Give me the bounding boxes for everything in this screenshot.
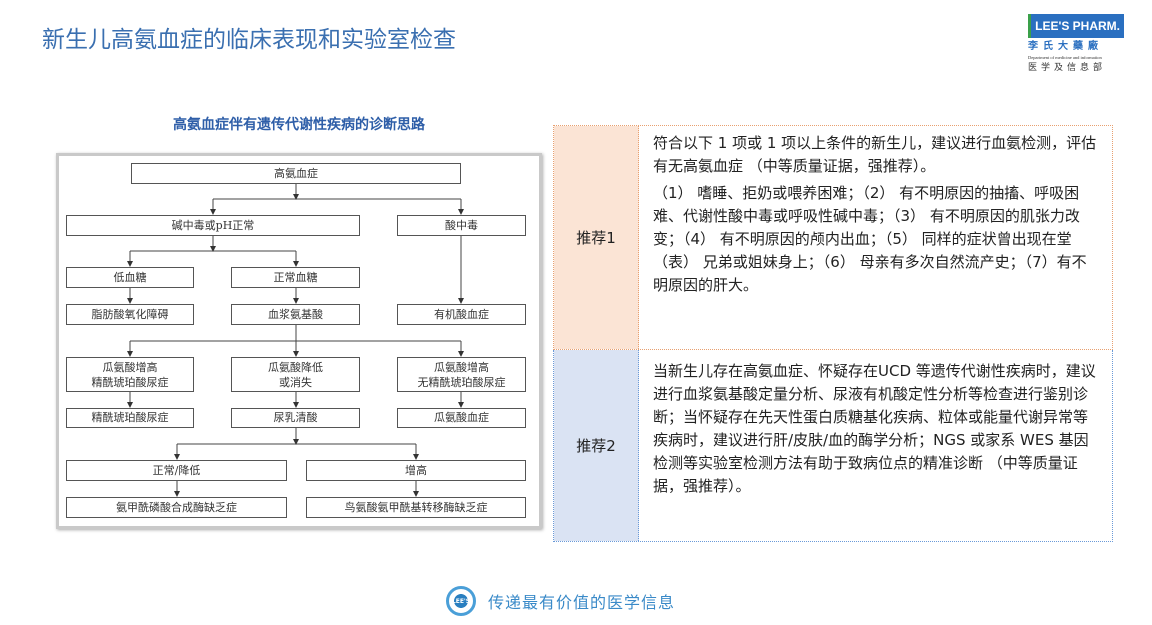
node-fatty-acid-oxidation: 脂肪酸氧化障碍 xyxy=(66,304,194,325)
node-high: 增高 xyxy=(306,460,526,481)
recommendation-label: 推荐1 xyxy=(554,126,639,349)
node-argininosuccinic-aciduria: 精酰琥珀酸尿症 xyxy=(66,408,194,428)
logo-department: Department of medicine and information xyxy=(1028,55,1102,60)
recommendation-row: 推荐2 当新生儿存在高氨血症、怀疑存在UCD 等遗传代谢性疾病时，建议进行血浆氨… xyxy=(553,350,1113,542)
node-line: 或消失 xyxy=(279,375,312,389)
node-acidosis: 酸中毒 xyxy=(397,215,526,236)
node-line: 瓜氨酸增高 xyxy=(434,360,489,374)
node-line: 精酰琥珀酸尿症 xyxy=(91,375,169,389)
footer-globe-logo-icon: LEE'S xyxy=(446,586,476,616)
logo-brand: LEE'S PHARM. xyxy=(1031,14,1124,38)
page-title: 新生儿高氨血症的临床表现和实验室检查 xyxy=(42,27,456,53)
node-normoglycemia: 正常血糖 xyxy=(231,267,360,288)
recommendation-row: 推荐1 符合以下 1 项或 1 项以上条件的新生儿，建议进行血氨检测，评估有无高… xyxy=(553,125,1113,350)
node-citrulline-high-no-asa: 瓜氨酸增高无精酰琥珀酸尿症 xyxy=(397,357,526,392)
recommendation-label: 推荐2 xyxy=(554,350,639,541)
node-line: 瓜氨酸增高 xyxy=(102,360,158,374)
node-alkalosis: 碱中毒或pH正常 xyxy=(66,215,360,236)
footer: LEE'S 传递最有价值的医学信息 xyxy=(446,586,675,616)
node-plasma-amino-acids: 血浆氨基酸 xyxy=(231,304,360,325)
recommendation-paragraph: 当新生儿存在高氨血症、怀疑存在UCD 等遗传代谢性疾病时，建议进行血浆氨基酸定量… xyxy=(653,362,1096,495)
node-citrullinemia: 瓜氨酸血症 xyxy=(397,408,526,428)
recommendation-text: 当新生儿存在高氨血症、怀疑存在UCD 等遗传代谢性疾病时，建议进行血浆氨基酸定量… xyxy=(639,350,1112,541)
footer-slogan: 传递最有价值的医学信息 xyxy=(488,593,676,612)
recommendation-text: 符合以下 1 项或 1 项以上条件的新生儿，建议进行血氨检测，评估有无高氨血症 … xyxy=(639,126,1112,349)
node-hypoglycemia: 低血糖 xyxy=(66,267,194,288)
recommendations-table: 推荐1 符合以下 1 项或 1 项以上条件的新生儿，建议进行血氨检测，评估有无高… xyxy=(553,125,1113,542)
node-organic-acidemia: 有机酸血症 xyxy=(397,304,526,325)
company-logo: LEE'S PHARM. 李氏大藥廠 Department of medicin… xyxy=(1028,14,1124,74)
node-orotic-acid: 尿乳清酸 xyxy=(231,408,360,428)
recommendation-paragraph: （1） 嗜睡、拒奶或喂养困难；（2） 有不明原因的抽搐、呼吸困难、代谢性酸中毒或… xyxy=(653,184,1087,294)
node-line: 无精酰琥珀酸尿症 xyxy=(417,375,506,389)
logo-department-cn: 医学及信息部 xyxy=(1028,63,1107,73)
recommendation-paragraph: 符合以下 1 项或 1 项以上条件的新生儿，建议进行血氨检测，评估有无高氨血症 … xyxy=(653,134,1097,175)
logo-mark-icon xyxy=(1028,14,1032,38)
node-normal-low: 正常/降低 xyxy=(66,460,287,481)
logo-cn-name: 李氏大藥廠 xyxy=(1028,41,1103,52)
flowchart-title: 高氨血症伴有遗传代谢性疾病的诊断思路 xyxy=(173,117,425,133)
node-hyperammonemia: 高氨血症 xyxy=(131,163,461,184)
node-cps-deficiency: 氨甲酰磷酸合成酶缺乏症 xyxy=(66,497,287,518)
node-line: 瓜氨酸降低 xyxy=(268,360,323,374)
node-citrulline-high-asa: 瓜氨酸增高精酰琥珀酸尿症 xyxy=(66,357,194,392)
node-citrulline-low: 瓜氨酸降低或消失 xyxy=(231,357,360,392)
node-otc-deficiency: 鸟氨酸氨甲酰基转移酶缺乏症 xyxy=(306,497,526,518)
